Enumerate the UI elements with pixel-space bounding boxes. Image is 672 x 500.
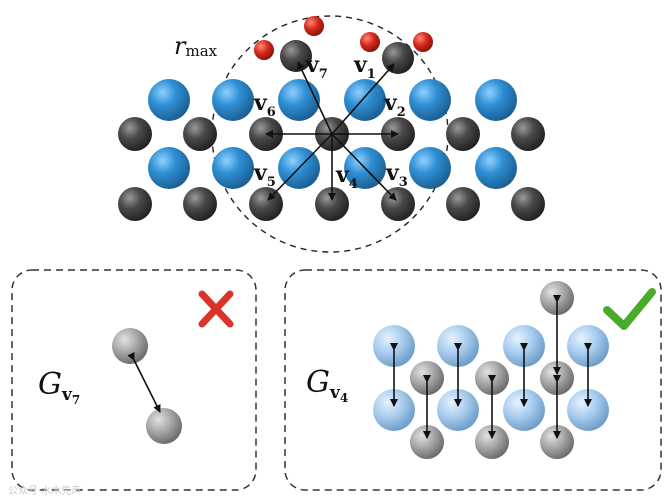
dark-atom	[183, 187, 217, 221]
graph-label-right: Gv4	[306, 365, 348, 405]
blue-atom	[344, 79, 386, 121]
panel-left-border	[11, 269, 257, 491]
blue-atom	[409, 147, 451, 189]
radius-label: rmax	[174, 32, 218, 60]
vector-v7	[297, 61, 333, 135]
label-v5: v5	[253, 160, 276, 190]
red-atom	[304, 16, 324, 36]
check-icon	[603, 288, 656, 330]
dark-atom	[382, 42, 414, 74]
red-atom	[413, 32, 433, 52]
label-v3: v3	[385, 160, 408, 190]
dark-atom	[446, 187, 480, 221]
panel-right-border	[284, 269, 662, 491]
graph-label-left: Gv7	[38, 367, 80, 407]
light-blue-atom	[567, 389, 609, 431]
label-v2: v2	[383, 90, 406, 120]
label-v1: v1	[353, 52, 376, 82]
vector-labels: v7 v1 v6 v2 v5 v4 v3	[253, 52, 408, 192]
neighbor-vectors	[265, 61, 399, 201]
vector-v3	[331, 133, 397, 201]
graph-edges	[390, 295, 592, 439]
dark-atom-row-2	[118, 187, 545, 221]
gray-atom	[540, 425, 574, 459]
blue-atom-row-2	[148, 147, 517, 189]
red-atom	[254, 40, 274, 60]
blue-atom	[212, 147, 254, 189]
dark-atom-row-1	[118, 117, 545, 151]
light-blue-atom	[503, 389, 545, 431]
dark-atom	[118, 187, 152, 221]
blue-atom	[148, 147, 190, 189]
dark-atom	[511, 117, 545, 151]
watermark: 公众号·水木先声	[8, 484, 81, 497]
dark-atom	[118, 117, 152, 151]
light-blue-atom	[373, 389, 415, 431]
label-v6: v6	[253, 90, 276, 120]
blue-atom	[409, 79, 451, 121]
panel-right: Gv4	[284, 269, 662, 491]
vector-v5	[267, 133, 333, 201]
label-v4: v4	[335, 162, 358, 192]
blue-atom	[148, 79, 190, 121]
adsorbate-atoms	[254, 16, 433, 74]
dark-atom	[511, 187, 545, 221]
blue-atom	[212, 79, 254, 121]
gray-atom	[146, 408, 182, 444]
label-v7: v7	[305, 52, 328, 82]
panel-left: Gv7	[11, 269, 257, 491]
dark-atom	[381, 187, 415, 221]
blue-atom	[475, 79, 517, 121]
blue-atom-row-1	[148, 79, 517, 121]
cross-icon	[198, 290, 234, 328]
dark-atom	[249, 187, 283, 221]
top-lattice: v7 v1 v6 v2 v5 v4 v3 rmax	[118, 15, 545, 253]
edge-arrow	[127, 351, 161, 413]
blue-atom	[278, 79, 320, 121]
gray-atom	[475, 425, 509, 459]
dark-atom	[446, 117, 480, 151]
red-atom	[360, 32, 380, 52]
light-blue-atom	[437, 389, 479, 431]
dark-atom	[315, 187, 349, 221]
dark-atom	[183, 117, 217, 151]
gray-atom	[112, 328, 148, 364]
vector-v1	[331, 63, 395, 135]
gray-atom	[410, 425, 444, 459]
light-gray-atoms	[410, 281, 574, 459]
blue-atom	[475, 147, 517, 189]
